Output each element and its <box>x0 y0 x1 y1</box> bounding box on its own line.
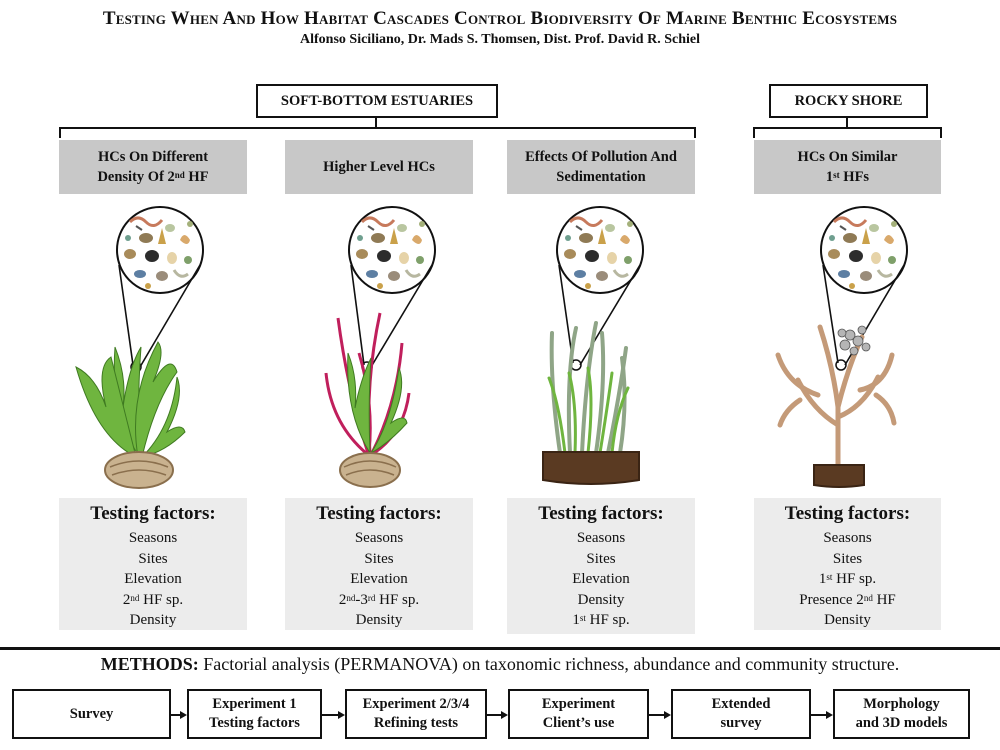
column-1-header: HCs On Different Density Of 2nd HF <box>59 140 247 194</box>
column-4-factors: Testing factors: Seasons Sites 1st HF sp… <box>754 498 941 630</box>
habitat-illustrations <box>75 205 909 489</box>
column-1-factors: Testing factors: Seasons Sites Elevation… <box>59 498 247 630</box>
authors: Alfonso Siciliano, Dr. Mads S. Thomsen, … <box>300 32 700 47</box>
poster-title: Testing When And How Habitat Cascades Co… <box>102 8 898 29</box>
methods-divider <box>0 647 1000 650</box>
column-2-factors: Testing factors: Seasons Sites Elevation… <box>285 498 473 630</box>
rocky-shore-label: ROCKY SHORE <box>769 84 928 118</box>
column-2-header: Higher Level HCs <box>285 140 473 194</box>
column-3-header: Effects Of Pollution And Sedimentation <box>507 140 695 194</box>
methods-statement: METHODS: Factorial analysis (PERMANOVA) … <box>100 654 900 674</box>
soft-bottom-estuaries-label: SOFT-BOTTOM ESTUARIES <box>256 84 498 118</box>
column-3-factors: Testing factors: Seasons Sites Elevation… <box>507 498 695 634</box>
workflow-step-survey: Survey <box>12 689 171 739</box>
column-4-header: HCs On Similar 1st HFs <box>754 140 941 194</box>
